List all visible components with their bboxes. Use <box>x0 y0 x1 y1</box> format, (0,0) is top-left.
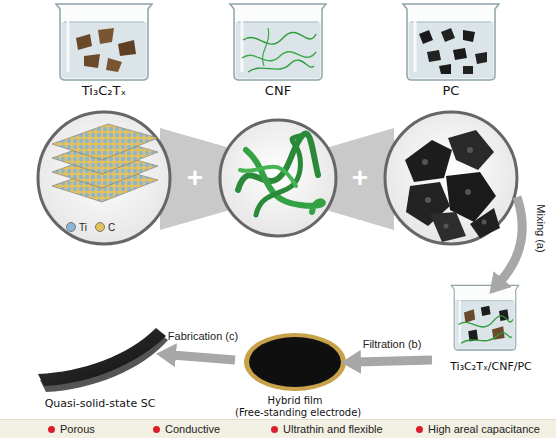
cnf-circle <box>246 150 323 212</box>
mixture-beaker-node: Ti₃C₂Tₓ/CNF/PC <box>432 280 550 376</box>
pc-circle <box>385 112 517 244</box>
mxene-circle <box>38 112 170 244</box>
process-arrow <box>500 197 522 282</box>
property-text: Conductive <box>165 423 220 436</box>
pc-circle <box>405 140 452 182</box>
mxene-circle <box>38 112 170 244</box>
cnf-circle <box>256 136 300 215</box>
plus-sign: + <box>180 164 210 192</box>
beaker-pc <box>463 30 475 42</box>
step-label: Mixing (a) <box>534 194 547 264</box>
bullet-dot <box>271 426 278 433</box>
cnf-circle <box>240 166 296 186</box>
mxene-circle <box>52 124 158 160</box>
material-beaker: PC <box>385 0 517 252</box>
beaker-mxene <box>84 54 100 68</box>
plus-sign: + <box>345 164 375 192</box>
element-legend: Ti C <box>66 222 123 234</box>
property-text: Porous <box>60 423 95 436</box>
pc-circle <box>448 130 494 170</box>
beaker-mxene <box>76 34 92 50</box>
pc-circle <box>467 147 473 153</box>
legend-text: C <box>108 222 115 233</box>
beaker-cnf <box>243 32 316 44</box>
beaker-cnf <box>230 4 326 80</box>
pc-circle <box>444 224 449 229</box>
beaker-pc <box>463 66 473 74</box>
cnf-circle <box>220 120 336 236</box>
beaker-mxene <box>56 4 152 80</box>
material-beaker: Ti₃C₂Tₓ <box>38 0 170 252</box>
beaker-cnf <box>242 52 316 61</box>
cnf-circle <box>220 120 336 236</box>
beaker-pc <box>439 64 451 74</box>
pc-circle <box>422 147 487 229</box>
beaker-pc <box>453 48 467 60</box>
pc-circle <box>482 220 487 225</box>
pc-circle <box>465 189 471 195</box>
node-label: Quasi-solid-state SC <box>30 397 170 411</box>
hybrid-film-node: Hybrid film(Free-standing electrode) <box>235 330 355 418</box>
beaker-pc <box>427 50 441 62</box>
node-label: (Free-standing electrode) <box>235 406 355 420</box>
property-text: High areal capacitance <box>428 423 540 436</box>
mixture-beaker <box>458 316 513 327</box>
legend-item: Ti <box>66 222 87 234</box>
node-label: Ti₃C₂Tₓ/CNF/PC <box>432 360 550 374</box>
step-label: Filtration (b) <box>356 338 428 351</box>
process-arrow <box>357 360 432 362</box>
property-band: Porous Conductive Ultrathin and flexible Hi… <box>0 419 556 438</box>
pc-circle <box>422 159 428 165</box>
beaker-pc <box>475 52 487 64</box>
cnf-circle <box>238 134 318 190</box>
flexible-sheet <box>38 328 166 386</box>
node-label: CNF <box>215 84 341 98</box>
legend-swatch <box>66 222 76 232</box>
mixture-beaker <box>481 306 491 316</box>
mixture-beaker <box>451 285 518 350</box>
beaker-cnf <box>262 28 268 66</box>
property-text: Ultrathin and flexible <box>283 423 383 436</box>
pc-circle <box>430 212 466 242</box>
bullet-dot <box>153 426 160 433</box>
material-beaker: CNF <box>215 0 341 246</box>
flexible-sheet <box>38 328 168 392</box>
hybrid-film-disk <box>244 333 346 391</box>
pc-circle <box>425 197 431 203</box>
legend-text: Ti <box>79 222 87 233</box>
node-label: Hybrid film <box>235 394 355 408</box>
pc-circle <box>385 112 517 244</box>
mixture-beaker <box>464 309 475 323</box>
step-label: Fabrication (c) <box>166 330 240 343</box>
beaker-pc <box>419 30 433 44</box>
pc-circle <box>470 208 500 238</box>
mixture-beaker <box>461 333 511 343</box>
bullet-dot <box>48 426 55 433</box>
beaker-mxene <box>56 4 152 80</box>
beaker-mxene <box>98 28 114 44</box>
device-node: Quasi-solid-state SC <box>30 325 170 415</box>
node-label: Ti₃C₂Tₓ <box>38 84 170 98</box>
hybrid-film-disk <box>249 337 341 387</box>
beaker-mxene <box>118 40 136 56</box>
beaker-cnf <box>248 60 314 72</box>
node-label: PC <box>385 84 517 98</box>
process-arrow <box>172 355 235 360</box>
hybrid-film-disk <box>244 333 346 391</box>
mixture-beaker <box>451 285 518 350</box>
legend-swatch <box>95 222 105 232</box>
bullet-dot <box>416 426 423 433</box>
beaker-pc <box>441 28 455 42</box>
beaker-cnf <box>230 4 326 80</box>
legend-item: C <box>95 222 115 234</box>
beaker-pc <box>403 4 499 80</box>
beaker-pc <box>403 4 499 80</box>
beaker-mxene <box>106 58 122 72</box>
